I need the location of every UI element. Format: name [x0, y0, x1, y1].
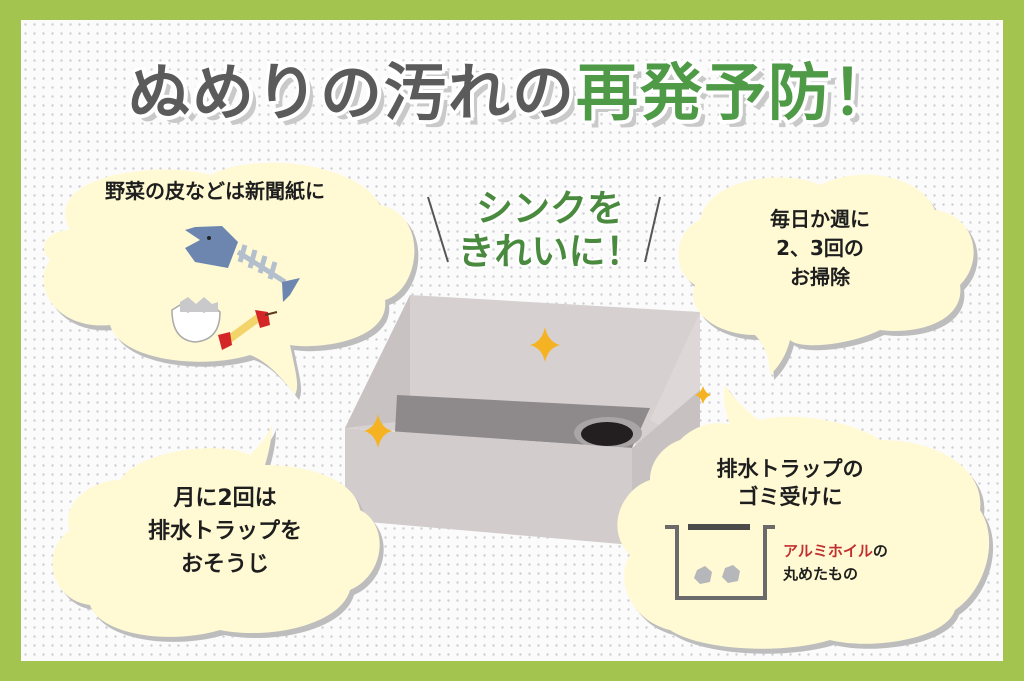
bubble-bottom-right-text: 排水トラップの ゴミ受けに: [660, 455, 920, 512]
title-accent: 再発予防！: [576, 56, 897, 129]
bubble-top-left-text: 野菜の皮などは新聞紙に: [105, 179, 325, 203]
bubble-line: お掃除: [790, 265, 850, 289]
bubble-bottom-left: [52, 425, 380, 637]
note-rest: の: [872, 542, 888, 560]
center-message: シンクを きれいに！: [440, 187, 660, 273]
note-line2: 丸めたもの: [783, 564, 859, 583]
sparkle-icon: [695, 386, 711, 404]
eggshell-illustration: [171, 297, 221, 343]
center-message-line1: シンクを: [476, 187, 624, 230]
bubble-line: ゴミ受けに: [737, 485, 843, 510]
bubble-top-left: [43, 162, 415, 395]
fish-bone-illustration: [185, 226, 300, 302]
page-title: ぬめりの汚れの再発予防！: [0, 42, 1024, 132]
sparkle-icon: [364, 414, 392, 448]
sparkle-icon: [530, 327, 560, 362]
drain-basket-illustration: [665, 524, 775, 600]
bubble-line: おそうじ: [180, 552, 269, 577]
bubble-line: 2、3回の: [776, 236, 864, 260]
bubble-bottom-right: [617, 385, 990, 649]
sink-illustration: [345, 295, 700, 545]
apple-core-illustration: [218, 310, 278, 350]
bubble-line: 排水トラップの: [716, 457, 864, 481]
bubble-line: 月に2回は: [173, 486, 277, 511]
center-message-line2: きれいに！: [457, 229, 643, 273]
bubble-top-right-text: 毎日か週に 2、3回の お掃除: [700, 205, 940, 292]
bubble-line: 排水トラップを: [147, 519, 302, 544]
bubble-top-right: [678, 174, 974, 375]
note-highlight: アルミホイル: [783, 542, 873, 560]
bubble-bottom-right-note: アルミホイルの 丸めたもの: [783, 540, 888, 585]
bubble-bottom-left-text: 月に2回は 排水トラップを おそうじ: [90, 482, 360, 581]
title-main: ぬめりの汚れの: [127, 56, 576, 129]
bubble-line: 毎日か週に: [770, 207, 870, 231]
